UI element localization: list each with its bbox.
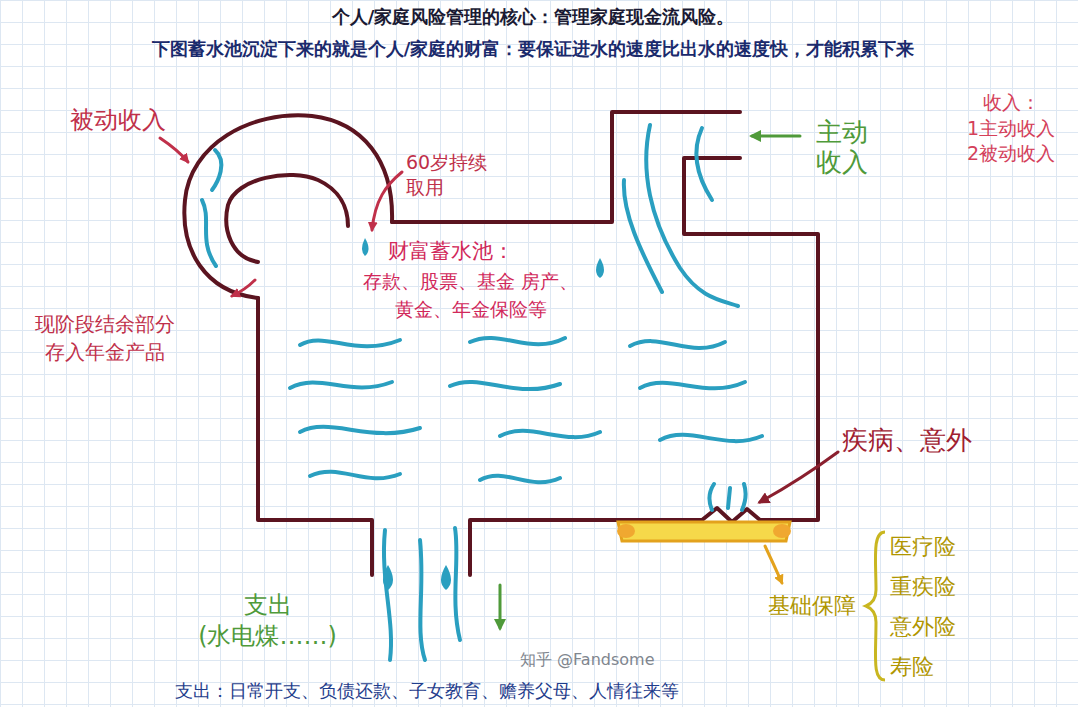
loop-water bbox=[202, 200, 216, 266]
patch-end bbox=[617, 524, 635, 538]
risk-label: 疾病、意外 bbox=[842, 424, 972, 457]
note-label: 被动收入 bbox=[70, 105, 166, 135]
water-drop bbox=[596, 258, 604, 278]
leak-water bbox=[728, 488, 730, 508]
art-part bbox=[160, 136, 838, 628]
insurance-item: 医疗险 bbox=[890, 533, 956, 561]
title: 个人/家庭风险管理的核心：管理家庭现金流风险。 bbox=[0, 6, 1072, 29]
note-label: 现阶段结余部分 存入年金产品 bbox=[22, 310, 187, 366]
water-wave bbox=[500, 431, 600, 437]
watermark: 知乎 @Fandsome bbox=[520, 650, 654, 670]
group-label: 基础保障 bbox=[768, 592, 856, 620]
insurance-item: 重疾险 bbox=[890, 573, 956, 601]
loop-pipe-outer bbox=[184, 115, 392, 298]
water-wave bbox=[630, 341, 725, 348]
inflow-water bbox=[697, 128, 712, 200]
inflow-label: 主动 收入 bbox=[806, 118, 868, 178]
water-wave bbox=[640, 382, 745, 388]
subtitle: 下图蓄水池沉淀下来的就是个人/家庭的财富：要保证进水的速度比出水的速度快，才能积… bbox=[0, 38, 1072, 61]
outflow-water bbox=[455, 528, 460, 640]
leak-water bbox=[742, 484, 746, 510]
water-drop bbox=[383, 565, 393, 590]
leader-arrow bbox=[372, 172, 402, 230]
outflow-water bbox=[384, 530, 391, 660]
loop-water bbox=[212, 150, 221, 190]
tank-body: 存款、股票、基金 房产、黄金、年金保险等 bbox=[358, 268, 583, 323]
water-wave bbox=[480, 476, 560, 483]
outflow-arrow bbox=[499, 585, 502, 628]
income-note: 收入： 1主动收入 2被动收入 bbox=[955, 90, 1067, 167]
inflow-water bbox=[646, 125, 738, 306]
water-wave bbox=[300, 340, 400, 346]
insurance-item: 意外险 bbox=[890, 613, 956, 641]
loop-pipe-inner bbox=[226, 175, 348, 262]
leak-water bbox=[709, 484, 714, 510]
water-drop bbox=[441, 565, 451, 590]
leader-arrow bbox=[232, 280, 255, 296]
footer-note: 支出：日常开支、负债还款、子女教育、赡养父母、人情往来等 bbox=[175, 680, 679, 703]
tank-wall bbox=[470, 158, 818, 575]
water-drop bbox=[362, 238, 369, 256]
water-wave bbox=[310, 472, 400, 479]
bracket bbox=[866, 532, 885, 680]
leader-arrow bbox=[760, 452, 838, 502]
water-wave bbox=[470, 338, 565, 344]
water-wave bbox=[450, 382, 560, 389]
water-wave bbox=[660, 435, 762, 441]
inflow-water bbox=[624, 180, 662, 292]
note-label: 60岁持续 取用 bbox=[406, 150, 498, 199]
leader-arrow bbox=[160, 138, 188, 162]
outflow-water bbox=[420, 540, 425, 660]
water-wave bbox=[290, 382, 392, 388]
leader-arrow bbox=[765, 546, 782, 583]
patch-end bbox=[773, 524, 791, 538]
art-part bbox=[202, 125, 762, 660]
outflow-label: 支出 (水电煤……) bbox=[180, 590, 355, 652]
leader-arrow bbox=[752, 135, 800, 138]
tank-heading: 财富蓄水池： bbox=[388, 238, 514, 264]
water-wave bbox=[300, 427, 420, 433]
tank-node: 财富蓄水池： 存款、股票、基金 房产、黄金、年金保险等 bbox=[258, 222, 818, 520]
insurance-item: 寿险 bbox=[890, 653, 934, 681]
tank-wall bbox=[392, 112, 740, 222]
art-part bbox=[184, 112, 818, 575]
insurance-patch bbox=[618, 522, 790, 541]
